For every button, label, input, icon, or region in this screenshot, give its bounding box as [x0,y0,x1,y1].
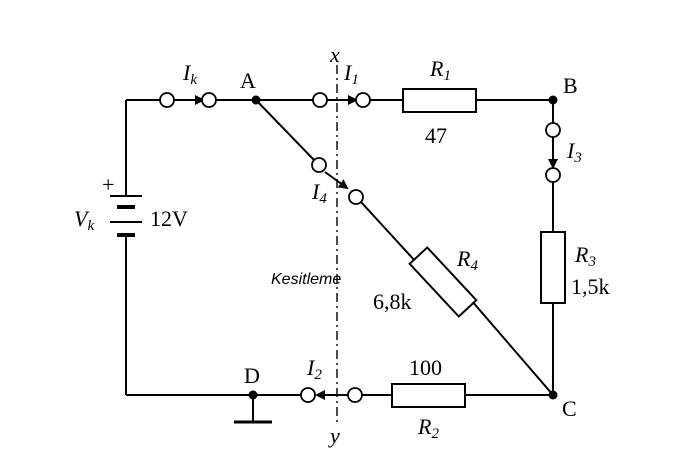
node-b-dot [548,95,558,105]
source-name: Vk [74,206,94,234]
wire-i4-r4 [360,201,417,263]
node-c-dot [548,390,558,400]
cut-line-bottom-label: y [328,423,340,448]
resistor-r1-value: 47 [425,123,447,148]
node-a-dot [251,95,261,105]
resistor-r2-value: 100 [409,355,442,380]
battery-plus-label: + [102,172,114,197]
node-d-label: D [244,363,260,388]
current-i1-label: I1 [343,60,359,88]
wire-a-i4 [255,99,315,161]
ammeter-ik [159,92,217,108]
source-value: 12V [150,206,188,231]
current-i3-label: I3 [566,138,582,166]
resistor-r3-value: 1,5k [571,274,610,299]
wire-r4-c [470,299,554,396]
current-i4-label: I4 [311,179,327,207]
ammeter-i2 [300,387,363,403]
node-b-label: B [563,73,578,98]
current-i2-label: I2 [306,355,322,383]
resistor-r2-label: R2 [417,414,439,442]
node-d-dot [248,390,258,400]
resistor-r1 [402,88,477,113]
resistor-r1-label: R1 [429,56,451,84]
node-c-label: C [562,396,577,421]
node-a-label: A [240,68,256,93]
resistor-r3-label: R3 [574,242,596,270]
battery-icon [110,195,142,237]
cut-line-top-label: x [329,42,340,67]
current-ik-label: Ik [182,60,197,88]
ammeter-i4 [311,157,364,205]
resistor-r2 [391,383,466,408]
resistor-r4-value: 6,8k [373,289,412,314]
resistor-r3 [540,231,566,304]
ammeter-i3 [545,122,561,183]
ammeter-i1 [312,92,371,108]
resistor-r4-label: R4 [456,246,478,274]
cut-line-label: Kesitleme [271,271,341,288]
wires [125,99,554,424]
resistor-r4 [408,246,478,318]
